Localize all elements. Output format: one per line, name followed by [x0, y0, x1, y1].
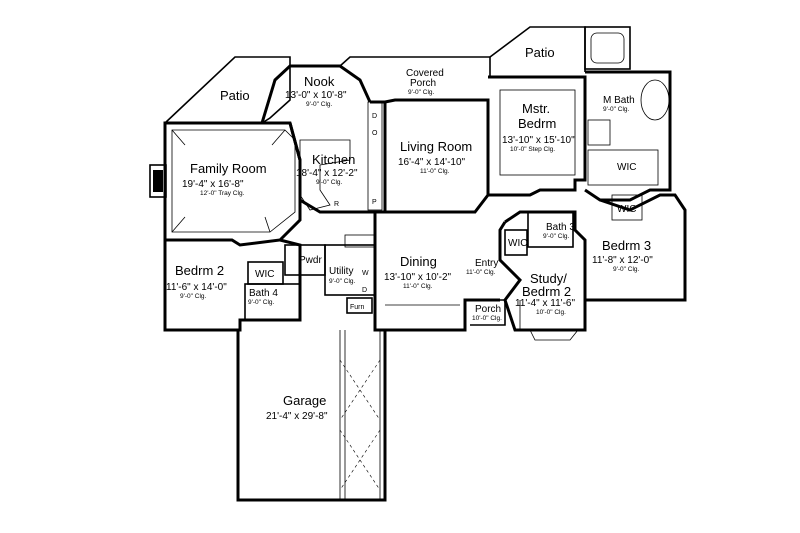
- master-bedroom-label-2: Bedrm: [518, 116, 556, 131]
- living-room-ceiling: 11'-0" Clg.: [420, 168, 450, 175]
- family-room-dims: 19'-4" x 16'-8": [182, 179, 244, 190]
- dining-label: Dining: [400, 254, 437, 269]
- fixture-pantry: P: [372, 199, 377, 206]
- bedroom-3-label: Bedrm 3: [602, 238, 651, 253]
- tray-diag-4: [264, 216, 271, 233]
- garage-wall: [236, 330, 387, 502]
- patio-left-outline: [164, 56, 291, 124]
- master-wic-box: [587, 149, 659, 186]
- fixture-refrigerator: R: [334, 201, 339, 208]
- garage-door-diag-2: [339, 359, 381, 421]
- bath-3-wall: [527, 211, 574, 248]
- spa-inner: [590, 32, 625, 64]
- furnace-box: [346, 297, 373, 314]
- master-bedroom-label-1: Mstr.: [522, 101, 550, 116]
- porch-outline: [465, 299, 506, 326]
- living-room-wall: [384, 98, 490, 214]
- nook-bay-wall: [260, 64, 372, 124]
- spa-outline: [584, 26, 631, 70]
- kitchen-island: [299, 139, 351, 211]
- nook-ceiling: 9'-0" Clg.: [306, 101, 333, 108]
- garage-door-diag-4: [339, 429, 381, 491]
- living-room-label: Living Room: [400, 139, 472, 154]
- powder-label: Pwdr: [299, 255, 322, 266]
- kitchen-ceiling: 9'-0" Clg.: [316, 179, 343, 186]
- utility-label: Utility: [329, 266, 353, 277]
- covered-porch-outline: [339, 56, 491, 77]
- bath-4-label: Bath 4: [249, 288, 278, 299]
- fixtures: O D R P W D Furn: [334, 113, 378, 311]
- master-bedroom-dims: 13'-10" x 15'-10": [502, 135, 575, 146]
- entry-ceiling: 11'-0" Clg.: [466, 269, 496, 276]
- master-bath-wall: [584, 70, 672, 202]
- wic-bed3-label: WIC: [617, 204, 636, 215]
- bedroom-2-label: Bedrm 2: [175, 263, 224, 278]
- garage-label: Garage: [283, 393, 326, 408]
- garage-door-track: [339, 330, 381, 500]
- study-ceiling: 10'-0" Clg.: [536, 309, 566, 316]
- study-wall: [498, 221, 587, 332]
- master-shower: [587, 119, 611, 146]
- master-wic-label: WIC: [617, 162, 636, 173]
- living-room-dims: 16'-4" x 14'-10": [398, 157, 466, 168]
- tray-diag-2: [271, 129, 286, 146]
- kitchen-label: Kitchen: [312, 152, 355, 167]
- family-room-ceiling: 12'-0" Tray Clg.: [200, 190, 245, 197]
- bath-4-box: [244, 283, 301, 321]
- master-tub: [640, 79, 670, 121]
- garage-dims: 21'-4" x 29'-8": [266, 411, 328, 422]
- kitchen-counter: [367, 101, 383, 211]
- bath-3-ceiling: 9'-0" Clg.: [543, 233, 570, 240]
- patio-right-label: Patio: [525, 45, 555, 60]
- wic-bed3-box: [611, 194, 643, 221]
- fixture-oven: O: [372, 130, 378, 137]
- study-dims: 11'-4" x 11'-6": [515, 298, 575, 309]
- bedroom-3-ceiling: 9'-0" Clg.: [613, 266, 640, 273]
- covered-porch-ceiling: 9'-0" Clg.: [408, 89, 435, 96]
- bedroom-3-dims: 11'-8" x 12'-0": [592, 255, 653, 266]
- study-label-1: Study/: [530, 271, 567, 286]
- tray-diag-3: [171, 216, 186, 233]
- master-step-ceiling: [499, 89, 576, 176]
- master-bath-label: M Bath: [603, 95, 635, 106]
- entry-label: Entry: [475, 258, 498, 269]
- family-room-label: Family Room: [190, 161, 267, 176]
- master-bedroom-wall: [488, 75, 587, 197]
- patio-left-label: Patio: [220, 88, 250, 103]
- wic-bath3-label: WIC: [508, 238, 527, 249]
- study-bay: [519, 300, 579, 341]
- dining-dims: 13'-10" x 10'-2": [384, 272, 452, 283]
- porch-ceiling: 10'-0" Clg.: [472, 315, 502, 322]
- bedroom-2-ceiling: 9'-0" Clg.: [180, 293, 207, 300]
- nook-dims: 13'-0" x 10'-8": [285, 90, 347, 101]
- fixture-dryer: D: [362, 287, 367, 294]
- fireplace: [149, 164, 167, 198]
- master-bath-ceiling: 9'-0" Clg.: [603, 106, 630, 113]
- exterior-walls: [149, 26, 687, 502]
- fixture-furnace: Furn: [350, 304, 365, 311]
- fireplace-hearth: [153, 170, 163, 192]
- study-label-2: Bedrm 2: [522, 284, 571, 299]
- tray-diag-1: [171, 129, 186, 146]
- fixture-washer: W: [362, 270, 369, 277]
- utility-ceiling: 9'-0" Clg.: [329, 278, 356, 285]
- porch-label: Porch: [475, 304, 501, 315]
- wic-bed2-label: WIC: [255, 269, 274, 280]
- bath-3-label: Bath 3: [546, 222, 575, 233]
- nook-label: Nook: [304, 74, 335, 89]
- bedroom-2-dims: 11'-6" x 14'-0": [166, 282, 227, 293]
- covered-porch-label-1: Covered: [406, 68, 444, 79]
- fixture-dishwasher: D: [372, 113, 377, 120]
- room-labels: Patio Patio Nook 13'-0" x 10'-8" 9'-0" C…: [166, 45, 653, 422]
- covered-porch-label-2: Porch: [410, 78, 436, 89]
- wic-bath3-wall: [504, 229, 528, 256]
- master-bedroom-ceiling: 10'-0" Step Clg.: [510, 146, 555, 153]
- bath-4-ceiling: 9'-0" Clg.: [248, 299, 275, 306]
- dining-ceiling: 11'-0" Clg.: [403, 283, 433, 290]
- kitchen-dims: 18'-4" x 12'-2": [296, 168, 358, 179]
